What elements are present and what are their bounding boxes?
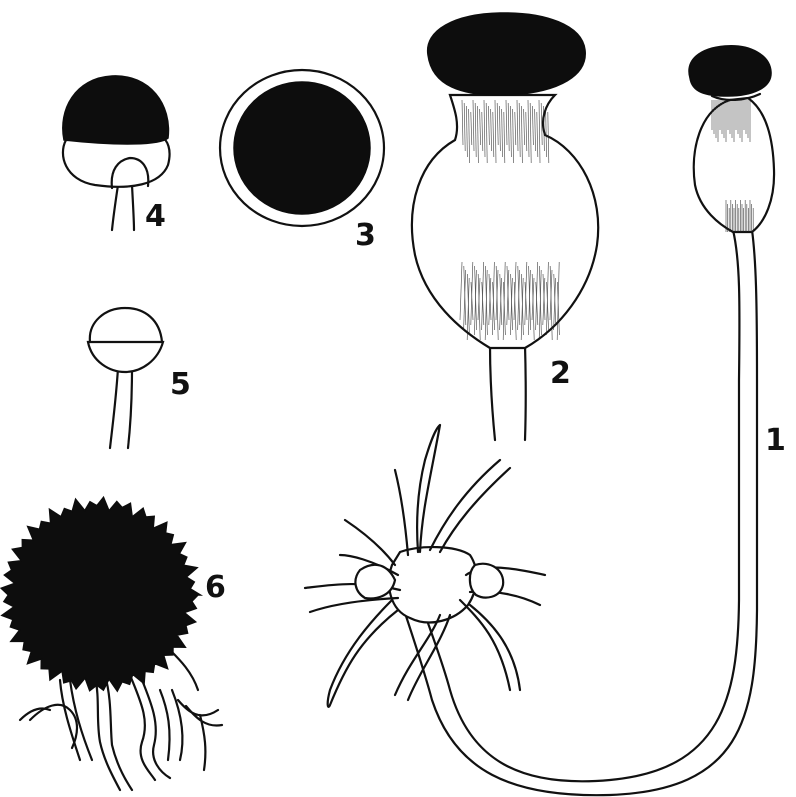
label-figure-4: 4	[145, 199, 166, 234]
figure-5-base	[88, 342, 163, 372]
figure-4-spore-cap	[63, 76, 169, 144]
figure-3-spore-mass	[234, 82, 370, 214]
label-figure-2: 2	[550, 356, 571, 391]
label-figure-3: 3	[355, 218, 376, 253]
label-figure-6: 6	[205, 570, 226, 605]
figure-5-cap	[90, 308, 162, 347]
figure-6-sporangium-on-mycelium	[1, 497, 222, 790]
figure-5-young-sporangium	[88, 308, 163, 448]
figure-3-sporangium-cross-section	[220, 70, 384, 226]
label-figure-5: 5	[170, 367, 191, 402]
figure-6-spore-mass	[1, 497, 200, 691]
figure-2-apophysis	[412, 95, 598, 348]
label-figure-1: 1	[765, 423, 786, 458]
figure-1-rhizoid-base	[389, 547, 477, 622]
figure-1-sporangium	[689, 46, 771, 96]
figure-2-sporangium	[428, 13, 586, 95]
